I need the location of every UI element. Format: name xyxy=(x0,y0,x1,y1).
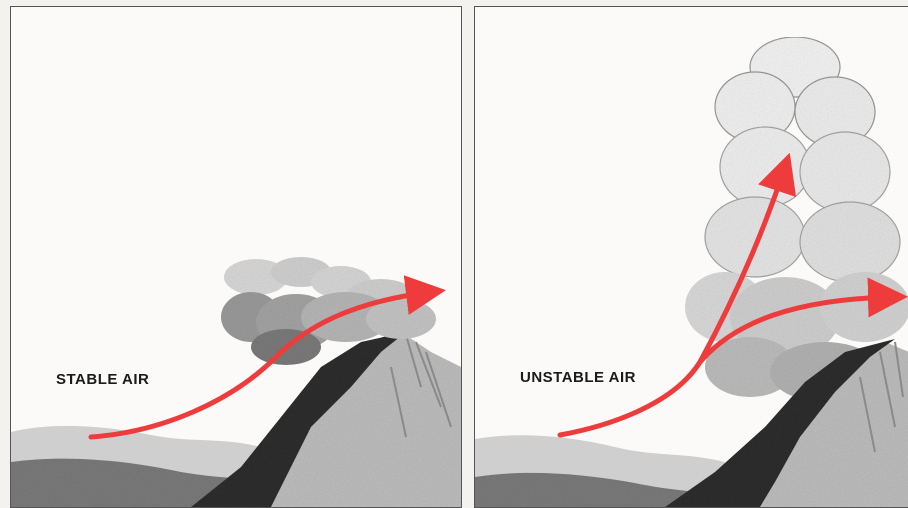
stable-air-panel: STABLE AIR xyxy=(10,6,462,508)
unstable-air-illustration xyxy=(475,7,908,507)
stable-air-illustration xyxy=(11,7,461,507)
unstable-air-label: UNSTABLE AIR xyxy=(520,369,636,386)
stable-air-label: STABLE AIR xyxy=(56,371,149,388)
unstable-air-panel: UNSTABLE AIR xyxy=(474,6,908,508)
